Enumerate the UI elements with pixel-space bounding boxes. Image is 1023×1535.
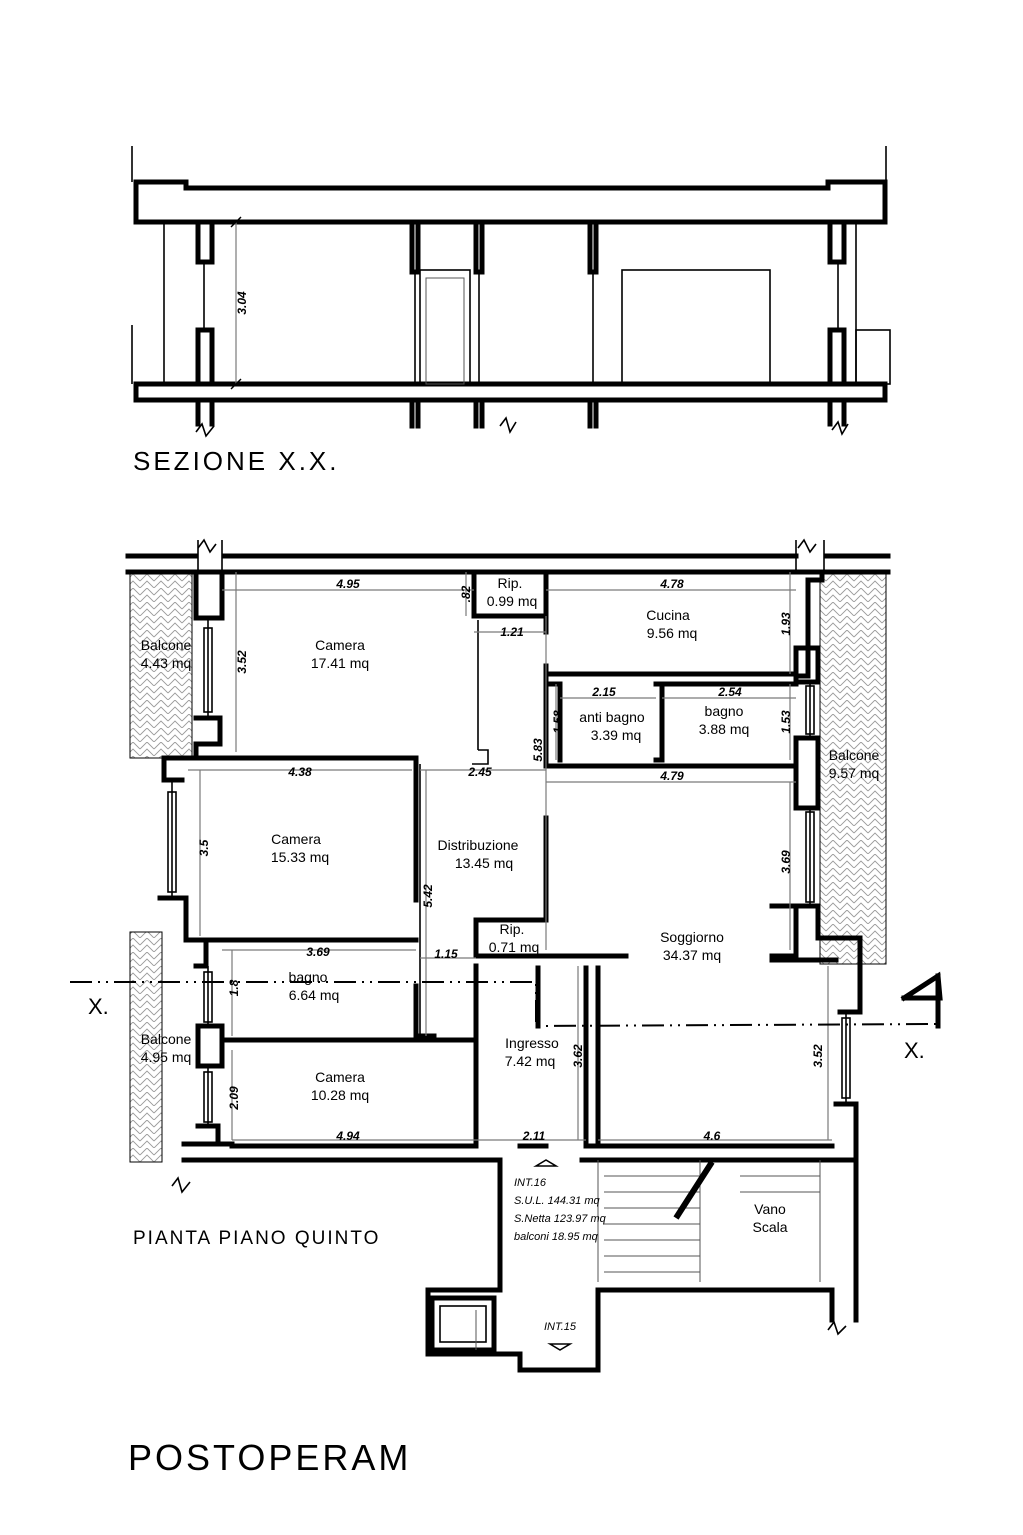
room-name: Balcone: [141, 637, 192, 653]
dimension: 1.15: [434, 947, 458, 961]
section-cut-line: [70, 981, 939, 1028]
room-name: Balcone: [829, 747, 880, 763]
room-area: 0.71 mq: [489, 939, 540, 955]
room-name: Balcone: [141, 1031, 192, 1047]
unit-net-area: S.Netta 123.97 mq: [514, 1213, 607, 1225]
dimension: 1.53: [779, 710, 793, 734]
balcone-left-top: [129, 569, 193, 759]
dimension: 2.45: [467, 765, 492, 779]
room-name: Rip.: [500, 921, 525, 937]
dimension: 3.52: [811, 1044, 825, 1068]
unit-sul: S.U.L. 144.31 mq: [514, 1195, 600, 1207]
room-area: 34.37 mq: [663, 947, 721, 963]
dimension: 1.58: [551, 710, 565, 734]
dimension: 3.69: [306, 945, 330, 959]
room-area: 3.88 mq: [699, 721, 750, 737]
dimension: 2.11: [522, 1129, 546, 1143]
room-area: 9.57 mq: [829, 765, 880, 781]
dimension-lines: [188, 572, 832, 1141]
room-name: Ingresso: [505, 1035, 559, 1051]
balcone-left-bottom: [129, 931, 163, 1163]
room-area: 9.56 mq: [647, 625, 698, 641]
room-area: 4.43 mq: [141, 655, 192, 671]
room-area: 7.42 mq: [505, 1053, 556, 1069]
room-area: 10.28 mq: [311, 1087, 369, 1103]
cut-label-left: X.: [88, 994, 109, 1019]
room-area: 3.39 mq: [591, 727, 642, 743]
room-name: Camera: [271, 831, 321, 847]
dimension: 5.42: [421, 884, 435, 908]
dimension: 2.54: [717, 685, 742, 699]
room-labels: Camera 17.41 mq Rip. 0.99 mq Cucina 9.56…: [141, 575, 880, 1103]
room-name: Camera: [315, 637, 365, 653]
room-name: Rip.: [498, 575, 523, 591]
room-name: bagno: [289, 969, 328, 985]
lower-unit-number: INT.15: [544, 1321, 577, 1333]
room-name: Cucina: [646, 607, 690, 623]
dimension: 4.78: [659, 577, 684, 591]
unit-info: INT.16 S.U.L. 144.31 mq S.Netta 123.97 m…: [514, 1159, 607, 1351]
dimension: 4.95: [335, 577, 360, 591]
dimension: 1.21: [500, 625, 524, 639]
room-name: Camera: [315, 1069, 365, 1085]
dimension: 2.15: [591, 685, 616, 699]
dimension: 4.94: [335, 1129, 360, 1143]
plan-title: PIANTA PIANO QUINTO: [133, 1228, 380, 1249]
room-name: anti bagno: [579, 709, 645, 725]
unit-balconies: balconi 18.95 mq: [514, 1231, 599, 1243]
room-name: bagno: [705, 703, 744, 719]
room-name: Distribuzione: [438, 837, 519, 853]
cut-label-right: X.: [904, 1038, 925, 1063]
stair-steps: [597, 1160, 821, 1282]
balcone-right: [819, 569, 887, 965]
room-area: 13.45 mq: [455, 855, 513, 871]
stair-label-line1: Vano: [754, 1201, 786, 1217]
footer-title: POSTOPERAM: [128, 1437, 411, 1478]
room-area: 6.64 mq: [289, 987, 340, 1003]
dimension: 3.52: [235, 650, 249, 674]
dimension: 3.5: [197, 839, 211, 856]
plan-drawing: [70, 538, 943, 1373]
dimension: 4.6: [703, 1129, 721, 1143]
section-drawing: 3.04: [131, 146, 891, 438]
dimension: 4.79: [659, 769, 684, 783]
dimension: 1.93: [779, 612, 793, 636]
room-area: 17.41 mq: [311, 655, 369, 671]
dimension-values: 4.95 .82 4.78 3.52 1.21 1.93 2.15 2.54 1…: [197, 577, 825, 1143]
room-name: Soggiorno: [660, 929, 724, 945]
dimension: 3.69: [779, 850, 793, 874]
room-area: 4.95 mq: [141, 1049, 192, 1065]
windows: [167, 627, 851, 1123]
dimension: 2.09: [227, 1086, 241, 1111]
dimension: 5.83: [531, 738, 545, 762]
stair-label-line2: Scala: [752, 1219, 787, 1235]
dimension: 3.62: [571, 1044, 585, 1068]
section-height-dimension: 3.04: [235, 291, 249, 315]
dimension: .82: [459, 585, 473, 602]
section-title: SEZIONE X.X.: [133, 446, 340, 476]
dimension: 4.38: [287, 765, 312, 779]
unit-number: INT.16: [514, 1177, 547, 1189]
room-area: 0.99 mq: [487, 593, 538, 609]
dimension: 1.8: [227, 979, 241, 996]
room-area: 15.33 mq: [271, 849, 329, 865]
